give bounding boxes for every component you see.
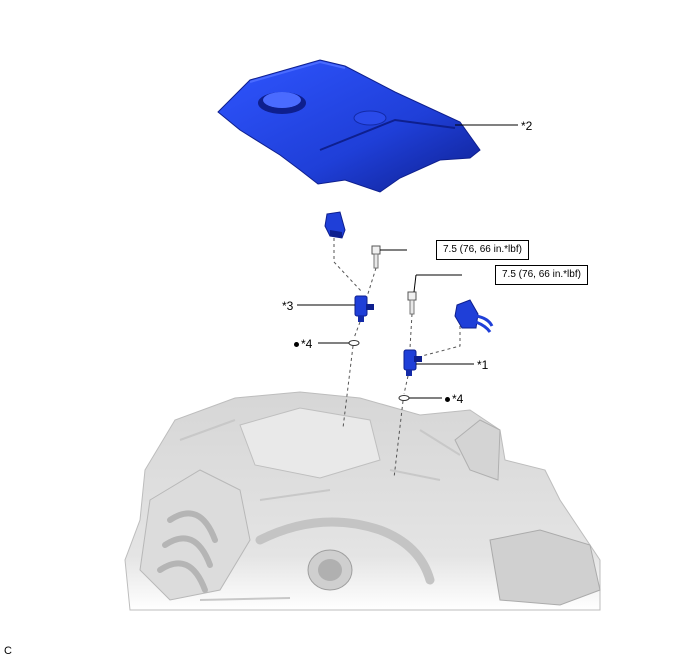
guide-line-connector-right [421, 326, 461, 357]
bolt-right [407, 291, 417, 315]
engine-assembly [124, 391, 601, 611]
callout-engine-cover: *2 [521, 119, 533, 133]
valve-cover [239, 407, 381, 479]
bracket [454, 419, 501, 481]
coolant-hose [255, 517, 435, 585]
o-ring-right [398, 395, 410, 401]
callout-oring-left: *4 [301, 337, 313, 351]
connector-left [324, 211, 346, 239]
sensor-left [354, 295, 374, 322]
intake-runners [157, 510, 218, 593]
diagram-code: C [4, 645, 12, 657]
o-ring-left [348, 340, 360, 346]
callout-sensor-right: *1 [477, 358, 489, 372]
reuse-dot-icon [294, 342, 299, 348]
guide-line-bolt-left [365, 267, 377, 301]
engine-cover [217, 59, 481, 193]
guide-line-oring-right [393, 400, 404, 479]
connector-right [454, 299, 494, 333]
cover-emblem [353, 110, 387, 126]
bolt-left [371, 245, 381, 269]
guide-line-oring-left [342, 345, 354, 429]
torque-spec-right: 7.5 (76, 66 in.*lbf) [495, 265, 588, 285]
callout-sensor-left: *3 [282, 299, 294, 313]
exhaust-manifold [489, 529, 601, 606]
leader-torque-right-drop [413, 274, 417, 293]
callout-oring-left-wrap: *4 [294, 337, 312, 351]
sensor-right [403, 349, 422, 376]
guide-line-bolt-right [409, 313, 413, 349]
callout-oring-right-wrap: *4 [445, 392, 463, 406]
guide-line-connector-left [333, 238, 363, 293]
guide-line-sensor-left [353, 321, 361, 339]
guide-line-sensor-right [403, 375, 409, 395]
reuse-dot-icon [445, 397, 450, 403]
callout-oring-right: *4 [452, 392, 464, 406]
torque-spec-left: 7.5 (76, 66 in.*lbf) [436, 240, 529, 260]
engine-detail-lines [179, 419, 461, 601]
throttle-bore [318, 559, 342, 581]
